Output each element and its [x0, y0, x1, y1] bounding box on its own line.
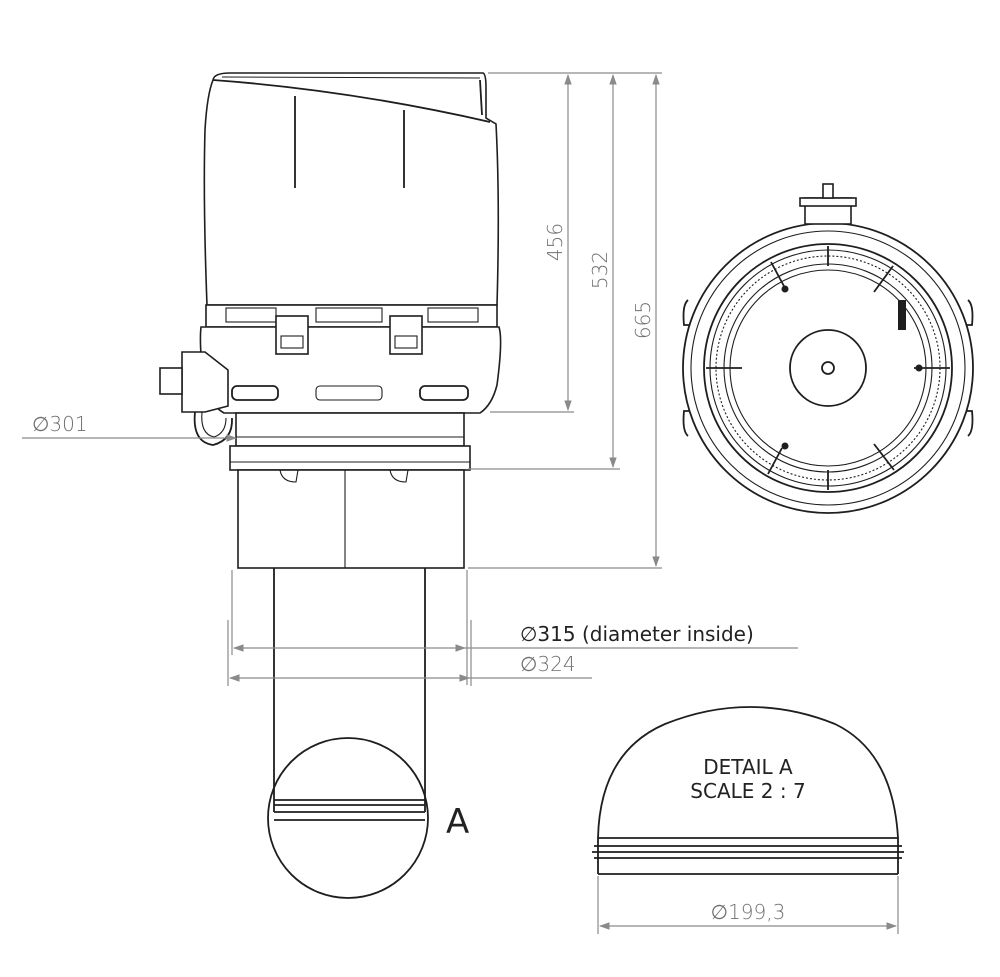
logo-mark — [898, 300, 906, 330]
top-hub — [789, 329, 867, 407]
top-ring-2 — [690, 230, 966, 506]
sleeve-tab-left — [279, 469, 299, 483]
cable-loop-inner — [201, 411, 227, 438]
vent-slot-2 — [315, 307, 383, 323]
top-ring-3 — [703, 243, 953, 493]
hood-top-band-line — [221, 76, 481, 79]
top-terminal-pin — [822, 183, 834, 199]
lug-right-bottom — [966, 410, 974, 437]
clip-left-inner — [280, 335, 304, 349]
detail-title: DETAIL A — [703, 755, 793, 779]
spoke-tr — [873, 265, 894, 293]
screw-bl — [781, 442, 789, 450]
spoke-tl — [770, 261, 786, 289]
lug-left-bottom — [682, 410, 690, 437]
detail-a-view — [592, 706, 904, 875]
clip-right-inner — [394, 335, 418, 349]
detail-circle — [267, 737, 429, 899]
dim-324-label: ∅324 — [520, 652, 576, 676]
detail-arc — [597, 706, 899, 839]
vent-slot-3 — [427, 307, 479, 323]
dim-301-label: ∅301 — [32, 412, 88, 436]
spoke-br — [873, 443, 895, 471]
dim-665-text: 665 — [631, 301, 655, 339]
screw-tl — [781, 285, 789, 293]
top-ring-5 — [715, 255, 941, 481]
detail-scale: SCALE 2 : 7 — [690, 779, 805, 803]
spoke-bl — [767, 447, 783, 475]
hood-body — [203, 72, 500, 306]
top-ring-7 — [729, 269, 927, 467]
side-view — [159, 72, 502, 899]
lower-vent-right — [419, 385, 469, 401]
detail-callout-letter: A — [446, 802, 469, 842]
top-ring-6 — [723, 263, 933, 473]
dim-1993-label: ∅199,3 — [711, 900, 786, 924]
sleeve-tab-right — [389, 469, 409, 483]
cable-loop — [193, 411, 233, 446]
dim-532-text: 532 — [588, 251, 612, 289]
adapter-sleeve — [237, 469, 465, 569]
lug-left-top — [682, 299, 690, 326]
dim-456-text: 456 — [543, 223, 567, 261]
lower-vent-left — [231, 385, 279, 401]
hood-edge — [479, 79, 483, 116]
vent-slot-1 — [225, 307, 277, 323]
hood-top-band — [212, 79, 491, 123]
junction-box — [181, 351, 229, 413]
dimension-lines — [22, 72, 899, 934]
lug-right-top — [966, 299, 974, 326]
dim-315-label: ∅315 (diameter inside) — [520, 622, 754, 646]
junction-box-gland — [159, 367, 183, 395]
lower-vent-center — [315, 385, 383, 401]
top-terminal-cap — [799, 197, 857, 207]
collar — [235, 412, 465, 447]
top-ring-4 — [709, 249, 947, 487]
screw-right — [915, 364, 923, 372]
top-center — [821, 361, 835, 375]
flange — [229, 445, 471, 471]
top-view — [682, 183, 974, 514]
